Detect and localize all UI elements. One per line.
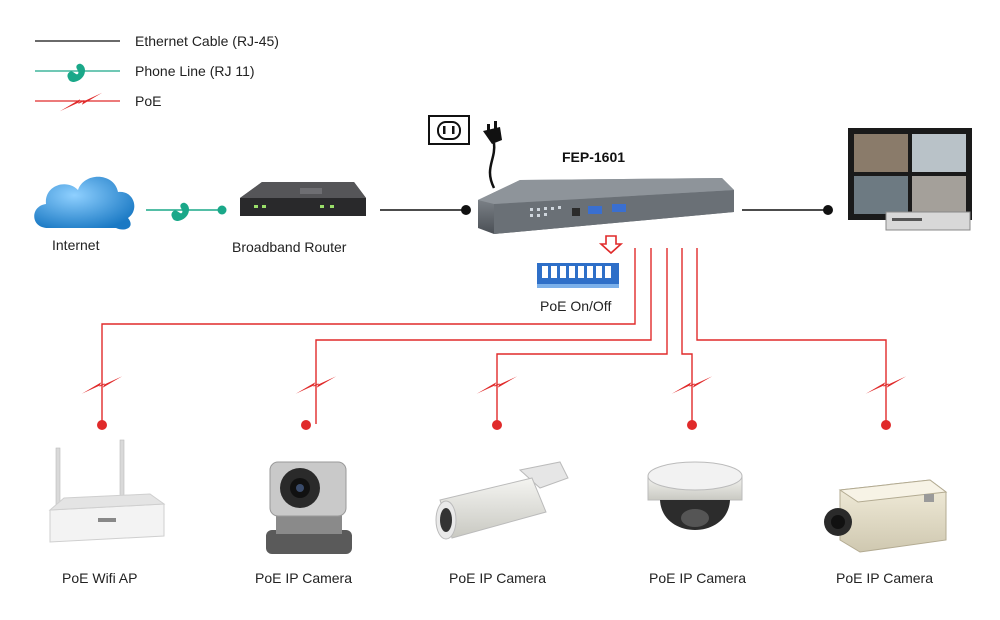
poe-line-camera-4 xyxy=(696,248,887,424)
poe-dip-switch-image xyxy=(537,263,619,288)
device-label-wifi-ap: PoE Wifi AP xyxy=(62,570,137,586)
ethernet-connector-dot xyxy=(461,205,471,215)
device-label-camera-2: PoE IP Camera xyxy=(449,570,546,586)
ethernet-connector-dot xyxy=(823,205,833,215)
poe-line-wifi-ap xyxy=(101,248,636,424)
power-outlet-icon xyxy=(428,115,470,145)
legend-poe-label: PoE xyxy=(135,93,161,109)
bullet-camera-image xyxy=(435,461,569,540)
device-label-camera-4: PoE IP Camera xyxy=(836,570,933,586)
poe-endpoints xyxy=(97,420,891,430)
device-label-camera-1: PoE IP Camera xyxy=(255,570,352,586)
poe-connector-dot xyxy=(492,420,502,430)
poe-switch-arrow-icon xyxy=(598,235,624,255)
poe-line-camera-3 xyxy=(681,248,693,424)
poe-line-camera-2 xyxy=(496,248,668,424)
internet-cloud-icon xyxy=(34,176,135,230)
power-plug-icon xyxy=(483,121,502,189)
surveillance-monitor-image xyxy=(848,128,972,231)
ptz-camera-image xyxy=(266,461,352,554)
router-label: Broadband Router xyxy=(232,239,347,255)
poe-switch-label: PoE On/Off xyxy=(540,298,611,314)
legend-phone-label: Phone Line (RJ 11) xyxy=(135,63,255,79)
poe-bolt-icon xyxy=(59,92,103,112)
box-camera-image xyxy=(824,479,948,553)
fep-1601-switch-image xyxy=(478,178,734,234)
phone-icon xyxy=(67,63,86,82)
poe-wiring xyxy=(101,248,887,424)
broadband-router-image xyxy=(240,182,366,216)
phone-line-icon xyxy=(171,202,190,221)
poe-connector-dot xyxy=(881,420,891,430)
poe-connector-dot xyxy=(687,420,697,430)
legend: Ethernet Cable (RJ-45) Phone Line (RJ 11… xyxy=(35,33,279,112)
phone-line-link xyxy=(146,202,227,221)
dome-camera-image xyxy=(647,461,743,530)
device-label-camera-3: PoE IP Camera xyxy=(649,570,746,586)
device-labels: PoE Wifi AP PoE IP Camera PoE IP Camera … xyxy=(62,570,933,586)
internet-label: Internet xyxy=(52,237,100,253)
poe-bolts xyxy=(81,376,907,394)
poe-line-camera-1 xyxy=(315,248,652,424)
legend-ethernet-label: Ethernet Cable (RJ-45) xyxy=(135,33,279,49)
wifi-ap-image xyxy=(48,439,166,543)
poe-connector-dot xyxy=(301,420,311,430)
switch-model-label: FEP-1601 xyxy=(562,149,625,165)
poe-connector-dot xyxy=(97,420,107,430)
